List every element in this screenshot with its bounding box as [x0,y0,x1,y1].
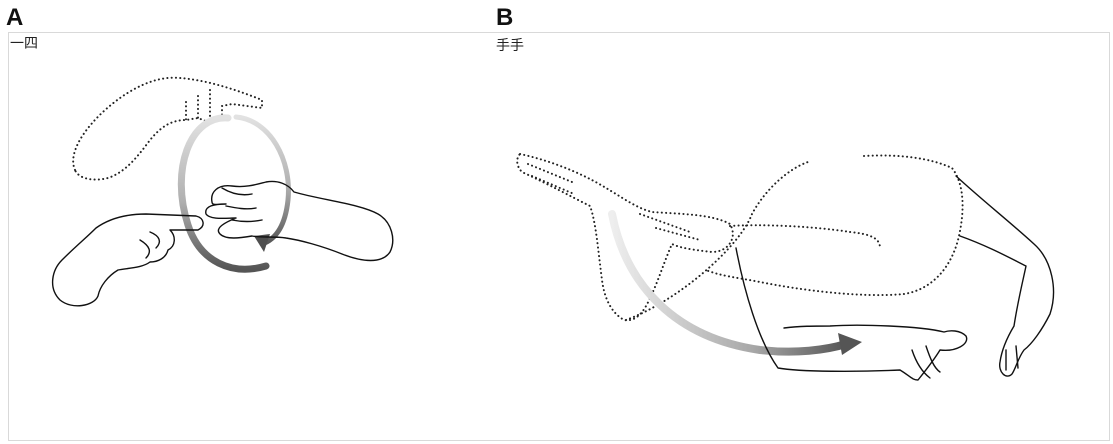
panel-a-caption: 一四 [10,36,38,52]
panel-b-illustration [516,152,1055,381]
sweeping-arrow-icon [608,210,862,356]
panel-b-caption: 手手 [496,38,524,54]
panel-a-label: A [6,4,24,31]
dotted-arm-start-position [516,152,964,322]
solid-arm-end-position [735,175,1055,381]
circular-motion-arrow-icon [177,114,291,273]
panel-b-label: B [496,4,514,31]
right-forearm-hand [205,180,394,262]
panel-a-illustration [52,76,394,307]
dotted-hand-start-position [72,76,263,181]
figure-frame [8,32,1110,441]
left-forearm-pointing-hand [52,213,204,307]
